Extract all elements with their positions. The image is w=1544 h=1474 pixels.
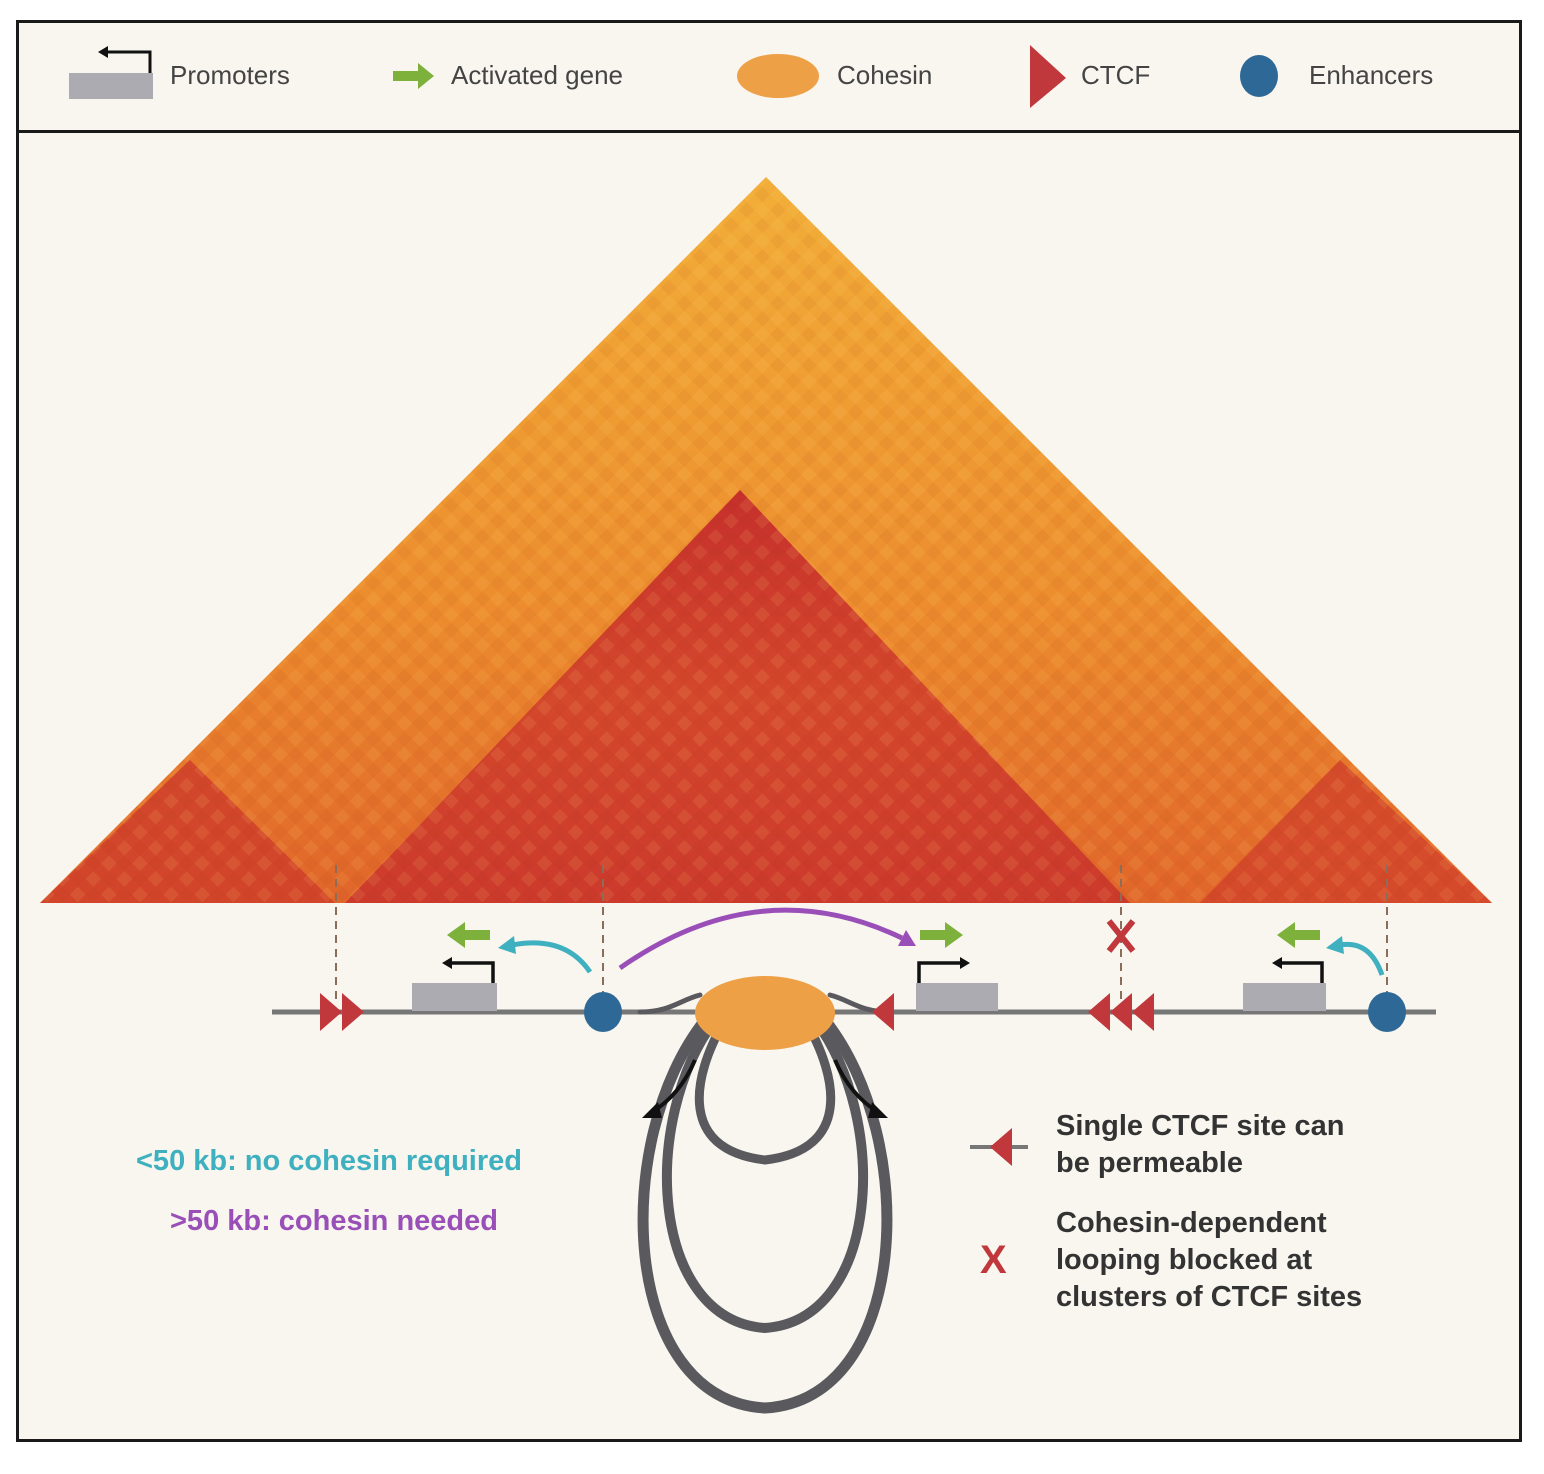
legend-cohesin-label: Cohesin <box>837 60 933 90</box>
legend-promoters-label: Promoters <box>170 60 290 90</box>
legend-ctcf-label: CTCF <box>1081 60 1151 90</box>
legend-cohesin-icon <box>737 54 819 98</box>
cyan-arrowhead-icon <box>498 936 516 954</box>
activated-gene-arrows <box>447 922 1320 948</box>
enhancer-right <box>1368 992 1406 1032</box>
blocked-line3: clusters of CTCF sites <box>1056 1281 1363 1313</box>
hic-heatmap <box>40 177 1492 903</box>
legend-enhancers-label: Enhancers <box>1309 60 1434 90</box>
long-range-label: >50 kb: cohesin needed <box>170 1205 498 1237</box>
arrowhead-right-icon <box>868 1102 888 1118</box>
blocked-key-x-icon: X <box>980 1238 1007 1282</box>
legend-divider <box>16 130 1522 133</box>
legend-activated-gene-label: Activated gene <box>451 60 624 90</box>
short-range-arc-left <box>511 940 593 974</box>
cohesin-ring <box>695 976 835 1050</box>
cohesin-loops <box>637 992 893 1414</box>
blocked-line1: Cohesin-dependent <box>1056 1207 1327 1239</box>
blocked-line2: looping blocked at <box>1056 1244 1313 1276</box>
single-ctcf-line1: Single CTCF site can <box>1056 1110 1345 1142</box>
arrowhead-left-icon <box>642 1102 662 1118</box>
ctcf-sites <box>320 993 1154 1031</box>
legend-enhancer-icon <box>1240 55 1278 97</box>
single-ctcf-note: Single CTCF site can be permeable <box>1056 1108 1344 1182</box>
single-ctcf-line2: be permeable <box>1056 1147 1243 1179</box>
blocked-note: Cohesin-dependent looping blocked at clu… <box>1056 1205 1362 1316</box>
legend-ctcf-icon <box>1030 45 1066 108</box>
short-range-label: <50 kb: no cohesin required <box>136 1145 522 1177</box>
single-ctcf-key-icon <box>970 1128 1028 1166</box>
promoters <box>412 957 1326 1011</box>
purple-arrowhead-icon <box>898 930 916 946</box>
short-range-arc-right <box>1339 941 1385 976</box>
cyan-arrowhead-icon <box>1326 936 1344 954</box>
legend-promoter-icon <box>69 46 153 99</box>
boundary-guides <box>335 865 1388 1000</box>
blocked-x-icon <box>1106 919 1136 953</box>
legend-activated-gene-icon <box>393 63 434 89</box>
long-range-arc <box>618 907 904 971</box>
enhancer-left <box>584 992 622 1032</box>
